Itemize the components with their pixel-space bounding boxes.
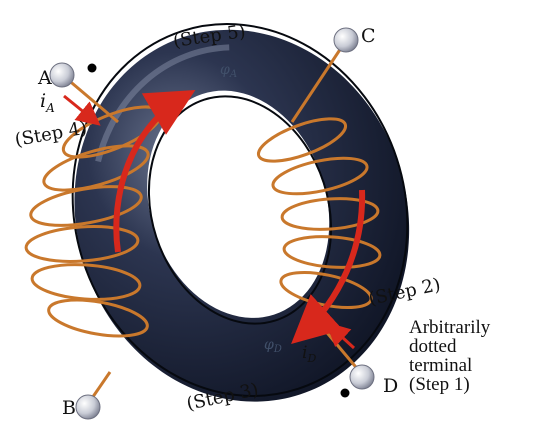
note-line-1: Arbitrarily [409, 318, 535, 337]
terminal-label-c: C [361, 25, 376, 47]
polarity-dot-a [88, 64, 97, 73]
polarity-dot-d [341, 389, 350, 398]
note-line-4: (Step 1) [409, 375, 535, 394]
dotted-terminal-note: Arbitrarily dotted terminal (Step 1) [409, 318, 535, 394]
terminal-label-d: D [383, 375, 398, 397]
terminal-c [334, 28, 358, 52]
note-line-2: dotted [409, 337, 535, 356]
terminal-label-a: A [37, 67, 52, 89]
terminal-a [50, 63, 74, 87]
note-line-3: terminal [409, 356, 535, 375]
terminal-b [76, 395, 100, 419]
terminal-d [350, 365, 374, 389]
terminal-label-b: B [62, 397, 76, 419]
